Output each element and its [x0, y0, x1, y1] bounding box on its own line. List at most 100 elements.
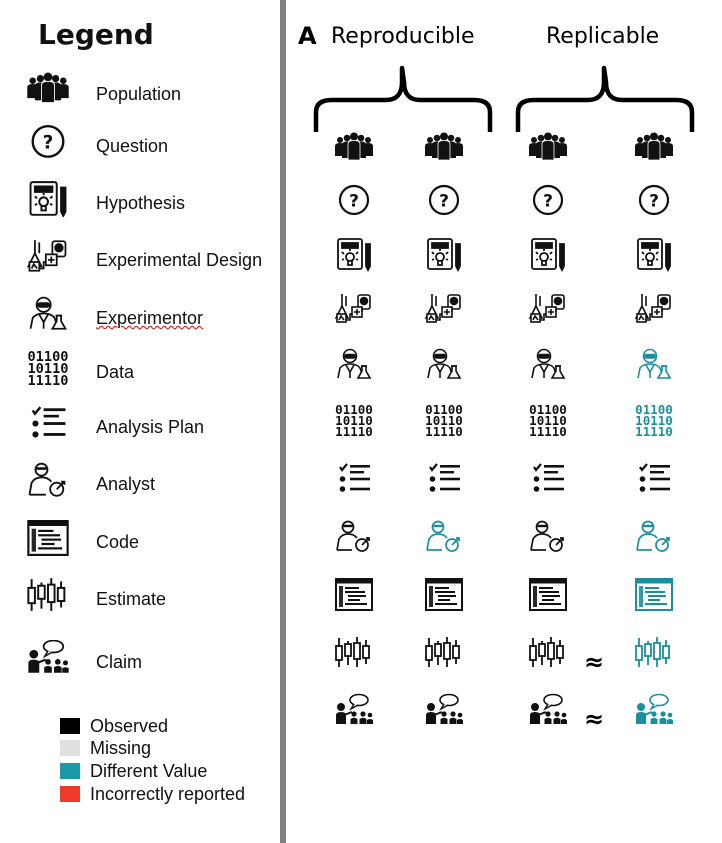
analysis-plan-icon	[26, 405, 76, 449]
legend-item: Claim	[8, 639, 280, 684]
population-icon	[635, 132, 673, 161]
data-icon: 01100 10110 11110	[335, 402, 373, 439]
experimentor-icon	[531, 348, 566, 379]
svg-text:01100: 01100	[425, 402, 463, 417]
status-swatch	[60, 763, 80, 779]
brace-replicable	[515, 65, 695, 132]
estimate-icon	[635, 637, 670, 667]
hypothesis-icon	[637, 238, 671, 273]
question-icon: ?	[26, 124, 76, 168]
hypothesis-icon	[26, 181, 76, 225]
code-icon	[529, 578, 567, 611]
question-icon: ?	[338, 184, 370, 216]
claim-icon	[636, 693, 673, 724]
analyst-icon	[426, 520, 460, 552]
status-key-label: Different Value	[90, 761, 208, 781]
svg-text:01100: 01100	[529, 402, 567, 417]
legend-item: 01100 10110 11110 Data	[8, 349, 280, 394]
diagram-panel: A Reproducible Replicable ?	[298, 22, 695, 733]
legend-item: Experimental Design	[8, 238, 280, 282]
analysis-plan-icon	[639, 463, 670, 492]
svg-text:10110: 10110	[27, 361, 68, 377]
status-key-label: Incorrectly reported	[90, 784, 246, 804]
legend-item: Population	[8, 72, 280, 116]
svg-text:11110: 11110	[529, 424, 567, 439]
population-icon	[335, 132, 373, 161]
svg-text:?: ?	[349, 192, 359, 212]
estimate-icon	[26, 577, 76, 621]
analysis-plan-icon	[339, 463, 370, 492]
legend-item-label: Code	[96, 532, 140, 552]
legend-item-label: Analysis Plan	[96, 417, 205, 437]
legend-item-label: Hypothesis	[96, 193, 186, 213]
svg-text:?: ?	[649, 192, 659, 212]
estimate-icon	[425, 637, 460, 667]
legend-item-label: Experimental Design	[96, 250, 263, 270]
analysis-plan-icon	[533, 463, 564, 492]
legend-item: Experimentor	[8, 296, 280, 340]
svg-text:?: ?	[43, 133, 54, 154]
svg-text:01100: 01100	[27, 350, 68, 365]
svg-text:11110: 11110	[635, 424, 673, 439]
group-heading-reproducible: Reproducible	[331, 24, 475, 49]
svg-text:11110: 11110	[425, 424, 463, 439]
legend-item: Code	[8, 520, 280, 564]
hypothesis-icon	[427, 238, 461, 273]
data-icon: 01100 10110 11110	[425, 402, 463, 439]
approx-symbol-estimate: ≈	[584, 648, 604, 676]
experimental-design-icon	[634, 294, 671, 323]
population-icon	[26, 72, 76, 116]
svg-text:11110: 11110	[335, 424, 373, 439]
experimentor-icon	[427, 348, 462, 379]
population-icon	[425, 132, 463, 161]
code-icon	[335, 578, 373, 611]
experimental-design-icon	[424, 294, 461, 323]
analyst-icon	[26, 462, 76, 506]
experimentor-icon	[337, 348, 372, 379]
hypothesis-icon	[531, 238, 565, 273]
experimentor-icon	[637, 348, 672, 379]
svg-text:10110: 10110	[635, 413, 673, 428]
legend-item: Hypothesis	[8, 181, 280, 225]
status-key-label: Observed	[90, 716, 169, 736]
question-icon: ?	[638, 184, 670, 216]
svg-text:10110: 10110	[529, 413, 567, 428]
experimental-design-icon	[528, 294, 565, 323]
svg-text:01100: 01100	[635, 402, 673, 417]
claim-icon	[26, 639, 76, 684]
code-icon	[26, 520, 76, 564]
approx-symbol-claim: ≈	[584, 705, 604, 733]
estimate-icon	[529, 637, 564, 667]
legend-item: Analyst	[8, 462, 280, 506]
brace-reproducible	[313, 65, 493, 132]
legend-item-label: Claim	[96, 652, 143, 672]
svg-text:11110: 11110	[27, 373, 68, 386]
legend-item-label: Population	[96, 84, 182, 104]
legend-item-label: Data	[96, 362, 135, 382]
status-swatch	[60, 718, 80, 734]
analyst-icon	[336, 520, 370, 552]
legend-item: Estimate	[8, 577, 280, 621]
data-icon: 01100 10110 11110	[26, 349, 76, 394]
population-icon	[529, 132, 567, 161]
svg-text:10110: 10110	[335, 413, 373, 428]
icon-grid: ? 01100 10110 11110	[334, 132, 673, 724]
svg-text:?: ?	[543, 192, 553, 212]
status-swatch	[60, 740, 80, 756]
question-icon: ?	[532, 184, 564, 216]
panel-letter: A	[298, 22, 317, 50]
data-icon: 01100 10110 11110	[529, 402, 567, 439]
hypothesis-icon	[337, 238, 371, 273]
legend-item-label: Estimate	[96, 589, 167, 609]
claim-icon	[426, 693, 463, 724]
experimental-design-icon	[26, 238, 76, 282]
claim-icon	[336, 693, 373, 724]
status-swatch	[60, 786, 80, 802]
claim-icon	[530, 693, 567, 724]
legend-title: Legend	[38, 18, 154, 51]
data-icon: 01100 10110 11110	[635, 402, 673, 439]
analyst-icon	[530, 520, 564, 552]
analysis-plan-icon	[429, 463, 460, 492]
svg-text:01100: 01100	[335, 402, 373, 417]
legend-item: Analysis Plan	[8, 405, 280, 449]
